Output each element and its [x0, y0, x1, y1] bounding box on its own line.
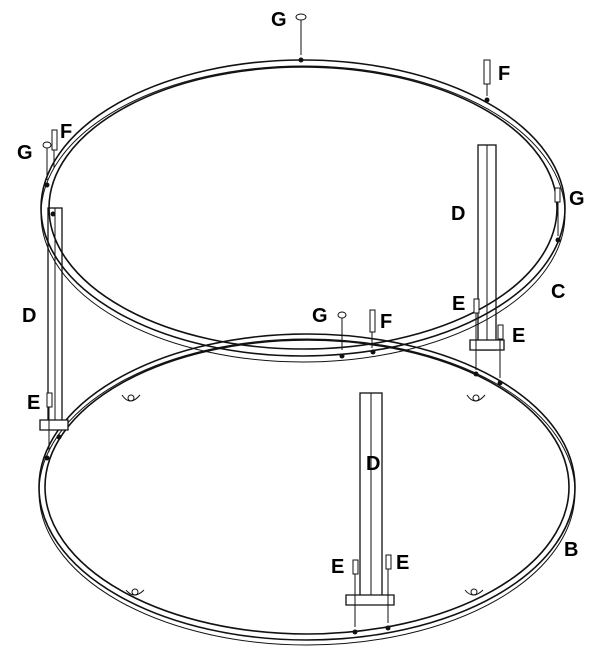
screw-f-right [483, 59, 491, 96]
screw-e-right-b [497, 324, 504, 378]
label-e-front-a: E [331, 556, 344, 578]
label-c: C [551, 281, 565, 303]
bottom-ring-b [38, 333, 576, 646]
label-e-right-a: E [452, 293, 465, 315]
bottom-ring-tabs [121, 394, 486, 596]
screw-f-left [51, 129, 58, 168]
screw-e-front-b [385, 554, 392, 623]
screw-f-middle [369, 309, 376, 348]
label-f-left: F [60, 121, 72, 143]
label-e-left: E [27, 392, 40, 414]
screw-e-front-a [352, 559, 359, 627]
label-g-left: G [17, 142, 33, 164]
label-d-left: D [22, 305, 36, 327]
post-d-left [39, 207, 69, 431]
label-f-middle: F [380, 311, 392, 333]
mounting-holes [44, 57, 561, 635]
screws [42, 13, 561, 627]
screw-g-left [42, 141, 52, 180]
label-b: B [564, 539, 578, 561]
screw-g-top [295, 13, 307, 55]
label-g-top: G [271, 9, 287, 31]
screw-g-right [554, 187, 561, 236]
label-g-middle: G [312, 305, 328, 327]
post-d-front [345, 392, 395, 606]
label-f-top-right: F [498, 63, 510, 85]
label-e-front-b: E [396, 552, 409, 574]
part-labels: G F F G G D C E E G F D E D B E E [17, 9, 585, 578]
post-d-right [469, 144, 505, 351]
label-d-right: D [451, 203, 465, 225]
screw-g-middle [337, 311, 347, 350]
label-e-right-b: E [512, 325, 525, 347]
screw-e-right-a [473, 298, 480, 370]
label-g-right: G [569, 188, 585, 210]
screw-e-left [46, 392, 53, 452]
label-d-front: D [366, 453, 380, 475]
